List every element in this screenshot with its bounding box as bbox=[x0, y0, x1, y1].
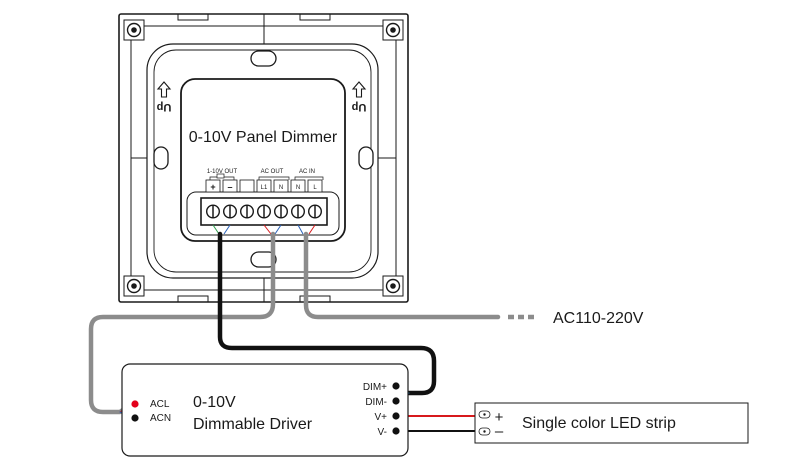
gray-wire-ac-supply bbox=[303, 231, 501, 320]
driver-title-line1: 0-10V bbox=[193, 394, 236, 411]
edge-tabs bbox=[177, 14, 331, 302]
terminal-label-l-in: L bbox=[313, 185, 317, 191]
black-wire-dim bbox=[217, 231, 437, 396]
dimmable-driver: 0-10V Dimmable Driver ACL ACN DIM+ DIM- … bbox=[121, 363, 409, 457]
up-label-right: Up bbox=[351, 101, 366, 113]
driver-pin-acn: ACN bbox=[150, 413, 171, 424]
ac-supply-label: AC110-220V bbox=[553, 310, 644, 327]
driver-pin-dim-plus: DIM+ bbox=[363, 382, 387, 393]
label-1-10v-out: 1-10V OUT bbox=[207, 169, 238, 175]
strip-solder-pads bbox=[478, 410, 491, 436]
acn-terminal bbox=[131, 414, 139, 422]
panel-dimmer: Up Up 0-10V Panel Dimmer 1-10V OUT AC OU… bbox=[118, 13, 409, 303]
led-strip-box bbox=[474, 402, 749, 444]
strip-label: Single color LED strip bbox=[522, 415, 676, 432]
terminal-label-n-out: N bbox=[279, 185, 283, 191]
strip-minus-sign: – bbox=[495, 423, 504, 440]
group-brackets bbox=[209, 173, 324, 180]
gray-wire-acl bbox=[88, 231, 276, 415]
driver-box bbox=[121, 363, 409, 457]
terminal-label-plus: + bbox=[210, 182, 215, 192]
mounting-slots bbox=[153, 50, 374, 268]
driver-pin-dim-minus: DIM- bbox=[365, 397, 387, 408]
wire-tails bbox=[212, 224, 316, 235]
terminal-block bbox=[200, 197, 328, 226]
dim-plus-terminal bbox=[392, 382, 400, 390]
dim-minus-terminal bbox=[392, 397, 400, 405]
terminal-label-minus: – bbox=[227, 182, 232, 192]
driver-pin-v-plus: V+ bbox=[374, 412, 387, 423]
label-ac-in: AC IN bbox=[299, 169, 315, 175]
driver-pin-v-minus: V- bbox=[378, 427, 387, 438]
up-arrow-left-icon: Up bbox=[156, 81, 171, 113]
driver-title-line2: Dimmable Driver bbox=[193, 416, 313, 433]
driver-pin-acl: ACL bbox=[150, 399, 170, 410]
label-ac-out: AC OUT bbox=[261, 169, 284, 175]
led-strip: + – Single color LED strip bbox=[474, 402, 749, 444]
v-minus-terminal bbox=[392, 427, 400, 435]
panel-title: 0-10V Panel Dimmer bbox=[189, 129, 338, 146]
strip-plus-sign: + bbox=[495, 409, 504, 426]
up-arrow-right-icon: Up bbox=[351, 81, 366, 113]
terminal-labels: + – L1 N N L bbox=[205, 179, 323, 193]
corner-screws bbox=[123, 19, 404, 297]
terminal-label-n-in: N bbox=[296, 185, 300, 191]
back-box-outer bbox=[146, 43, 379, 279]
v-plus-terminal bbox=[392, 412, 400, 420]
up-label-left: Up bbox=[156, 101, 171, 113]
acl-terminal bbox=[131, 400, 139, 408]
terminal-label-l1: L1 bbox=[261, 185, 268, 191]
